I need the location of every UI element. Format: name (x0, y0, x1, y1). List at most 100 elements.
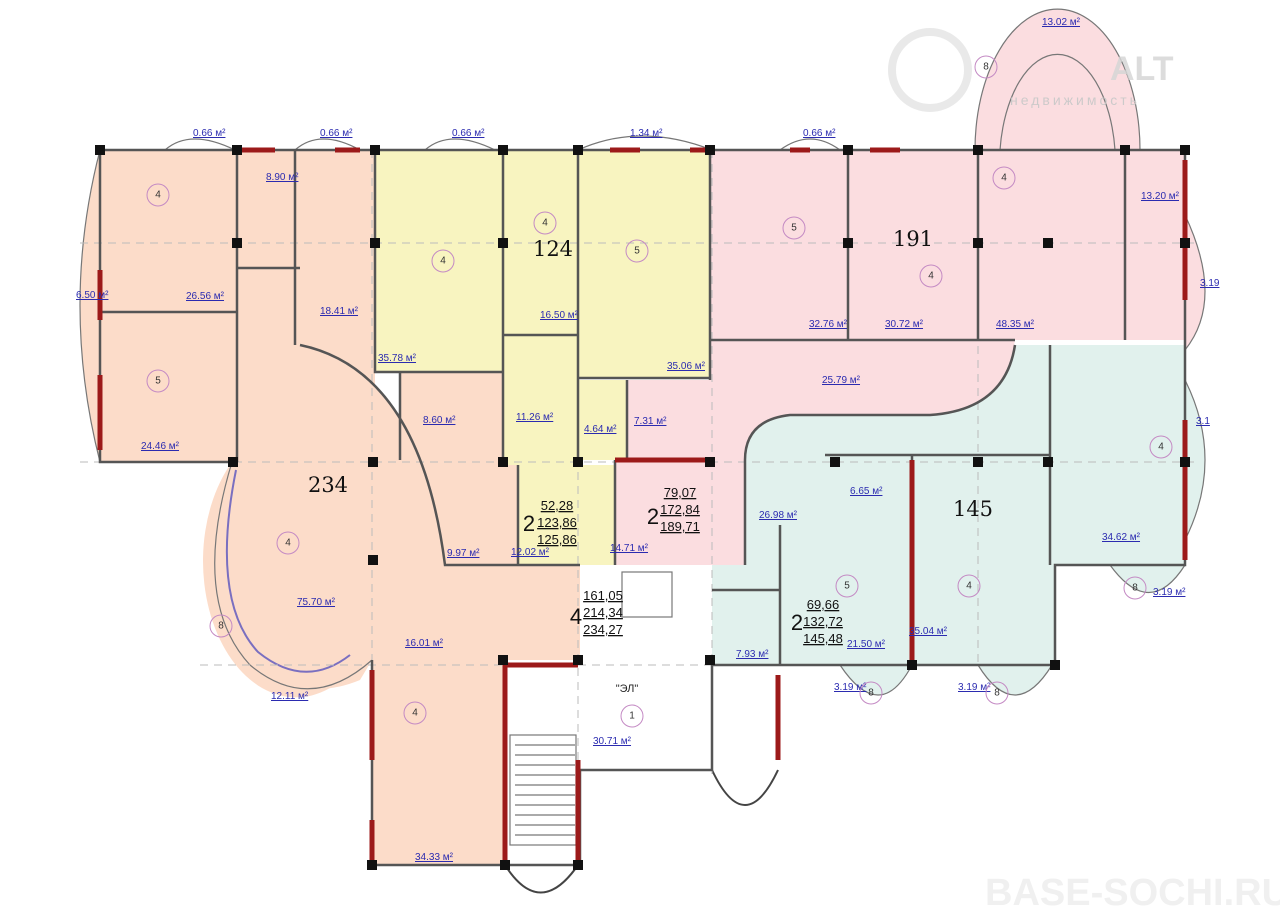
svg-text:0.66 м²: 0.66 м² (803, 128, 836, 139)
elevator-shaft (621, 571, 673, 618)
svg-text:13.20 м²: 13.20 м² (1141, 191, 1180, 202)
svg-text:3.19 м²: 3.19 м² (834, 682, 867, 693)
svg-text:5: 5 (844, 581, 850, 592)
svg-text:7.93 м²: 7.93 м² (736, 649, 769, 660)
unit-number-234: 234 (308, 473, 348, 497)
svg-text:4: 4 (1158, 442, 1164, 453)
unit-number-145: 145 (953, 497, 993, 521)
lobby-label: "ЭЛ" (616, 683, 639, 695)
svg-text:79,07: 79,07 (664, 485, 697, 500)
room-type-markers: 4 5 4 4 5 5 4 4 8 4 4 8 4 1 5 4 8 8 8 (146, 55, 1173, 728)
svg-text:145,48: 145,48 (803, 631, 843, 646)
svg-text:234,27: 234,27 (583, 622, 623, 637)
svg-text:69,66: 69,66 (807, 597, 840, 612)
unit-234 (100, 150, 580, 865)
svg-text:8: 8 (868, 688, 874, 699)
svg-text:4.64 м²: 4.64 м² (584, 424, 617, 435)
unit-number-191: 191 (893, 227, 933, 251)
svg-text:34.62 м²: 34.62 м² (1102, 532, 1141, 543)
svg-text:125,86: 125,86 (537, 532, 577, 547)
svg-text:172,84: 172,84 (660, 502, 700, 517)
svg-text:25.79 м²: 25.79 м² (822, 375, 861, 386)
svg-text:8: 8 (1132, 583, 1138, 594)
svg-text:16.01 м²: 16.01 м² (405, 638, 444, 649)
watermark-top: ALT недвижимость (888, 28, 1174, 112)
svg-text:132,72: 132,72 (803, 614, 843, 629)
svg-text:12.02 м²: 12.02 м² (511, 547, 550, 558)
svg-text:1: 1 (629, 711, 635, 722)
svg-text:34.33 м²: 34.33 м² (415, 852, 454, 863)
svg-text:0.66 м²: 0.66 м² (452, 128, 485, 139)
svg-text:4: 4 (928, 271, 934, 282)
unit-summary-124: 2 52,28 123,86 125,86 (523, 498, 577, 547)
unit-summary-191: 2 79,07 172,84 189,71 (647, 485, 700, 534)
svg-text:8.90 м²: 8.90 м² (266, 172, 299, 183)
svg-text:3.1: 3.1 (1196, 416, 1210, 427)
area-labels: 0.66 м² 0.66 м² 0.66 м² 1.34 м² 0.66 м² … (76, 17, 1220, 863)
svg-text:4: 4 (440, 256, 446, 267)
svg-text:3.19: 3.19 (1200, 278, 1220, 289)
svg-text:8: 8 (994, 688, 1000, 699)
svg-text:26.56 м²: 26.56 м² (186, 291, 225, 302)
svg-text:7.31 м²: 7.31 м² (634, 416, 667, 427)
svg-text:1.34 м²: 1.34 м² (630, 128, 663, 139)
unit-number-124: 124 (533, 237, 573, 261)
svg-text:4: 4 (1001, 173, 1007, 184)
lobby (580, 565, 712, 770)
svg-text:3.19 м²: 3.19 м² (958, 682, 991, 693)
svg-text:35.06 м²: 35.06 м² (667, 361, 706, 372)
unit-summary-145: 2 69,66 132,72 145,48 (791, 597, 843, 646)
svg-text:12.11 м²: 12.11 м² (271, 691, 309, 702)
staircase (509, 734, 577, 846)
svg-text:123,86: 123,86 (537, 515, 577, 530)
svg-text:4: 4 (412, 708, 418, 719)
svg-text:недвижимость: недвижимость (1010, 92, 1140, 108)
svg-text:214,34: 214,34 (583, 605, 623, 620)
svg-text:75.70 м²: 75.70 м² (297, 597, 336, 608)
svg-text:5: 5 (634, 246, 640, 257)
svg-text:0.66 м²: 0.66 м² (193, 128, 226, 139)
svg-text:13.02 м²: 13.02 м² (1042, 17, 1081, 28)
svg-text:189,71: 189,71 (660, 519, 700, 534)
svg-text:2: 2 (647, 504, 659, 529)
svg-text:52,28: 52,28 (541, 498, 574, 513)
unit-145 (712, 345, 1185, 665)
svg-text:4: 4 (542, 218, 548, 229)
unit-124 (375, 150, 710, 565)
svg-text:4: 4 (570, 604, 582, 629)
svg-text:6.65 м²: 6.65 м² (850, 486, 883, 497)
svg-text:8: 8 (218, 621, 224, 632)
svg-text:ALT: ALT (1110, 50, 1174, 88)
svg-text:2: 2 (791, 610, 803, 635)
svg-text:4: 4 (285, 538, 291, 549)
svg-text:8.60 м²: 8.60 м² (423, 415, 456, 426)
svg-text:0.66 м²: 0.66 м² (320, 128, 353, 139)
svg-text:48.35 м²: 48.35 м² (996, 319, 1035, 330)
svg-text:5: 5 (155, 376, 161, 387)
svg-text:26.98 м²: 26.98 м² (759, 510, 798, 521)
svg-text:4: 4 (966, 581, 972, 592)
svg-text:14.71 м²: 14.71 м² (610, 543, 649, 554)
dome-balcony (975, 9, 1140, 150)
svg-text:3.19 м²: 3.19 м² (1153, 587, 1186, 598)
svg-text:32.76 м²: 32.76 м² (809, 319, 848, 330)
svg-text:18.41 м²: 18.41 м² (320, 306, 359, 317)
svg-text:35.04 м²: 35.04 м² (909, 626, 948, 637)
unit-191 (615, 150, 1185, 565)
svg-text:6.50 м²: 6.50 м² (76, 290, 109, 301)
watermark-bottom: BASE-SOCHI.RU (985, 872, 1280, 910)
svg-text:16.50 м²: 16.50 м² (540, 310, 579, 321)
svg-text:2: 2 (523, 511, 535, 536)
svg-text:5: 5 (791, 223, 797, 234)
unit-summary-234: 4 161,05 214,34 234,27 (570, 588, 623, 637)
svg-text:35.78 м²: 35.78 м² (378, 353, 417, 364)
svg-text:4: 4 (155, 190, 161, 201)
svg-text:30.72 м²: 30.72 м² (885, 319, 924, 330)
svg-text:9.97 м²: 9.97 м² (447, 548, 480, 559)
svg-text:11.26 м²: 11.26 м² (516, 412, 554, 423)
svg-text:8: 8 (983, 62, 989, 73)
svg-text:21.50 м²: 21.50 м² (847, 639, 886, 650)
svg-text:161,05: 161,05 (583, 588, 623, 603)
svg-text:24.46 м²: 24.46 м² (141, 441, 180, 452)
